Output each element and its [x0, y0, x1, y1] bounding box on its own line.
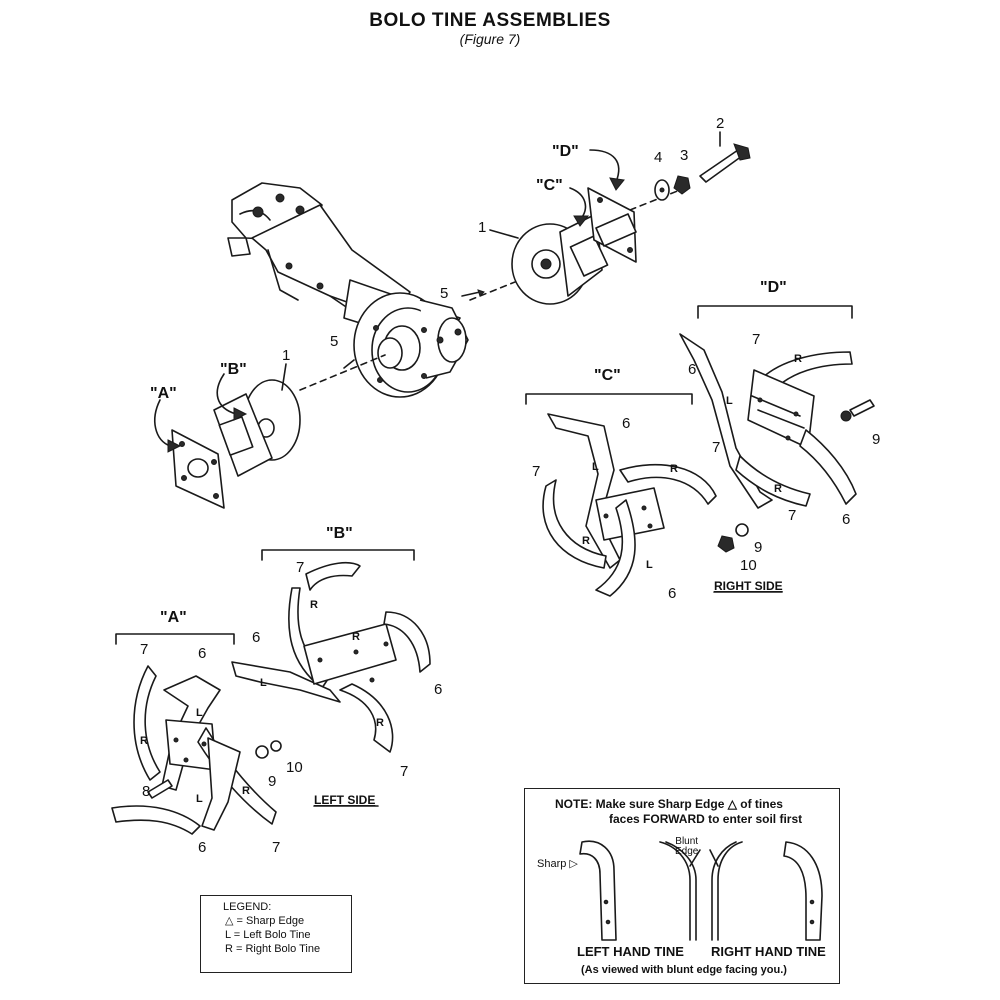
tine-group-d: [679, 305, 857, 509]
blunt-edge-label: Blunt Edge: [675, 837, 698, 857]
tine-mark-l: L: [196, 707, 203, 719]
blunt-label-word-1: Blunt: [675, 836, 699, 847]
callout-7-c: 7: [712, 439, 720, 456]
viewing-note: (As viewed with blunt edge facing you.): [581, 964, 787, 976]
callout-d-group: "D": [760, 279, 787, 296]
callout-2: 2: [716, 115, 724, 132]
callout-1-lower: 1: [282, 347, 290, 364]
tine-mark-r: R: [582, 535, 590, 547]
tine-mark-l: L: [592, 461, 599, 473]
callout-7-b: 7: [296, 559, 304, 576]
legend-box: LEGEND: △ = Sharp Edge L = Left Bolo Tin…: [200, 895, 352, 973]
callout-c-group: "C": [594, 367, 621, 384]
tine-mark-r: R: [242, 785, 250, 797]
callout-6-b2: 6: [434, 681, 442, 698]
figure-subtitle: (Figure 7): [459, 31, 521, 47]
callout-6-b: 6: [252, 629, 260, 646]
legend-heading: LEGEND:: [223, 901, 272, 913]
callout-6-d: 6: [688, 361, 696, 378]
transmission-housing: [227, 182, 469, 398]
note-line-1: NOTE: Make sure Sharp Edge △ of tines: [555, 797, 783, 811]
arrow-d: [589, 149, 620, 183]
tine-group-b: [231, 549, 431, 753]
tine-mark-r: R: [794, 353, 802, 365]
tine-mark-r: R: [376, 717, 384, 729]
hitch-pin-lower: [343, 359, 355, 369]
callout-3: 3: [680, 147, 688, 164]
callout-7-b2: 7: [400, 763, 408, 780]
arrow-b: [216, 373, 237, 415]
blunt-label-word-2: Edge: [675, 846, 699, 857]
callout-6-d2: 6: [842, 511, 850, 528]
callout-6-a: 6: [198, 645, 206, 662]
legend-sharp-edge: △ = Sharp Edge: [225, 915, 305, 927]
callout-7-a2: 7: [272, 839, 280, 856]
assembly-line-bolt: [629, 189, 681, 211]
callout-5-upper: 5: [440, 285, 448, 302]
arrow-c: [569, 187, 587, 221]
tine-mark-l: L: [726, 395, 733, 407]
assembly-line-left: [299, 354, 386, 391]
right-side-fasteners: [717, 399, 875, 553]
left-hub-assembly: [171, 379, 301, 509]
tine-mark-l: L: [260, 677, 267, 689]
tine-mark-r: R: [140, 735, 148, 747]
note-line-2: faces FORWARD to enter soil first: [609, 812, 803, 826]
left-side-label: LEFT SIDE: [314, 793, 375, 807]
sharp-edge-label: Sharp ▷: [537, 858, 578, 870]
callout-8-a: 8: [142, 783, 150, 800]
legend-right-tine: R = Right Bolo Tine: [225, 943, 321, 955]
right-hub-assembly: [511, 143, 751, 305]
note-box: NOTE: Make sure Sharp Edge △ of tines fa…: [524, 788, 840, 984]
callout-b-group: "B": [326, 525, 353, 542]
callout-6-c2: 6: [668, 585, 676, 602]
tine-mark-l: L: [196, 793, 203, 805]
callout-d-hub: "D": [552, 143, 579, 160]
tine-mark-r: R: [774, 483, 782, 495]
tine-mark-l: L: [646, 559, 653, 571]
callout-7-c2: 7: [532, 463, 540, 480]
callout-10-c: 10: [740, 557, 757, 574]
tine-mark-r: R: [670, 463, 678, 475]
callout-9-a: 9: [268, 773, 276, 790]
callout-4: 4: [654, 149, 662, 166]
callout-7-a: 7: [140, 641, 148, 658]
assembly-line-right: [469, 279, 521, 301]
callout-9-d: 9: [872, 431, 880, 448]
legend-left-tine: L = Left Bolo Tine: [225, 929, 311, 941]
callout-c-hub: "C": [536, 177, 563, 194]
tine-orientation-sketches: [579, 840, 823, 941]
right-side-label: RIGHT SIDE: [714, 579, 783, 593]
arrow-a: [154, 399, 171, 447]
callout-7-d: 7: [752, 331, 760, 348]
hitch-pin-upper: [461, 291, 481, 297]
callout-7-d2: 7: [788, 507, 796, 524]
right-hand-tine-label: RIGHT HAND TINE: [711, 944, 826, 959]
callout-b-hub: "B": [220, 361, 247, 378]
callout-5-lower: 5: [330, 333, 338, 350]
callout-a-hub: "A": [150, 385, 177, 402]
callout-a-group: "A": [160, 609, 187, 626]
callout-6-a2: 6: [198, 839, 206, 856]
page-title: BOLO TINE ASSEMBLIES: [369, 10, 611, 31]
left-hand-tine-label: LEFT HAND TINE: [577, 944, 684, 959]
tine-group-a: [111, 633, 277, 835]
callout-6-c: 6: [622, 415, 630, 432]
callout-1-upper: 1: [478, 219, 486, 236]
callout-9-c: 9: [754, 539, 762, 556]
tine-group-c: [525, 393, 717, 597]
tine-mark-r: R: [352, 631, 360, 643]
tine-mark-r: R: [310, 599, 318, 611]
callout-10-a: 10: [286, 759, 303, 776]
left-side-fasteners: [255, 740, 282, 759]
